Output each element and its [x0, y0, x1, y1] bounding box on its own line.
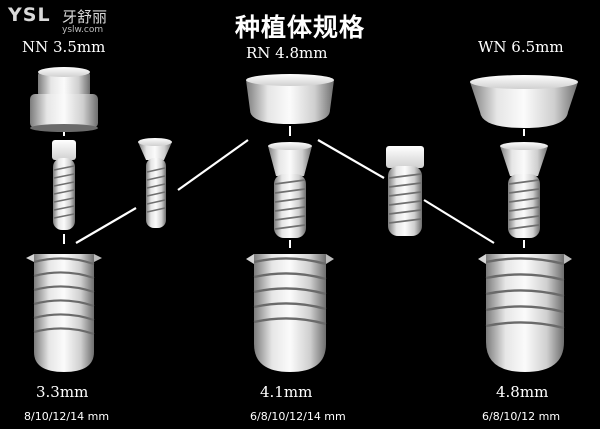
nn-abutment [30, 67, 98, 132]
logo-brand: YSL [8, 4, 51, 26]
connector-line [75, 207, 137, 244]
logo-url: yslw.com [62, 25, 104, 35]
wn-implant-body [478, 254, 572, 372]
connector-lines [75, 139, 495, 244]
small-screw-right [386, 146, 424, 236]
wn-lengths: 6/8/10/12 mm [482, 410, 561, 423]
nn-label: NN 3.5mm [22, 38, 106, 56]
wn-screw [500, 142, 548, 238]
nn-implant-body [26, 254, 102, 372]
nn-lengths: 8/10/12/14 mm [24, 410, 110, 423]
wn-diameter: 4.8mm [496, 383, 549, 401]
rn-abutment [246, 74, 334, 124]
nn-screw [52, 140, 76, 230]
rn-diameter: 4.1mm [260, 383, 313, 401]
rn-lengths: 6/8/10/12/14 mm [250, 410, 346, 423]
wn-abutment [470, 75, 578, 128]
connector-line [317, 139, 385, 179]
watermark-logo: YSL 牙舒丽 yslw.com [4, 4, 122, 40]
page-title: 种植体规格 [234, 13, 365, 42]
logo-site-name: 牙舒丽 [62, 8, 108, 26]
rn-label: RN 4.8mm [246, 44, 328, 62]
rn-screw [268, 142, 312, 238]
wn-label: WN 6.5mm [478, 38, 564, 56]
small-screw-left [138, 138, 172, 228]
nn-diameter: 3.3mm [36, 383, 89, 401]
rn-implant-body [246, 254, 334, 372]
connector-line [423, 199, 495, 244]
connector-line [177, 139, 249, 191]
